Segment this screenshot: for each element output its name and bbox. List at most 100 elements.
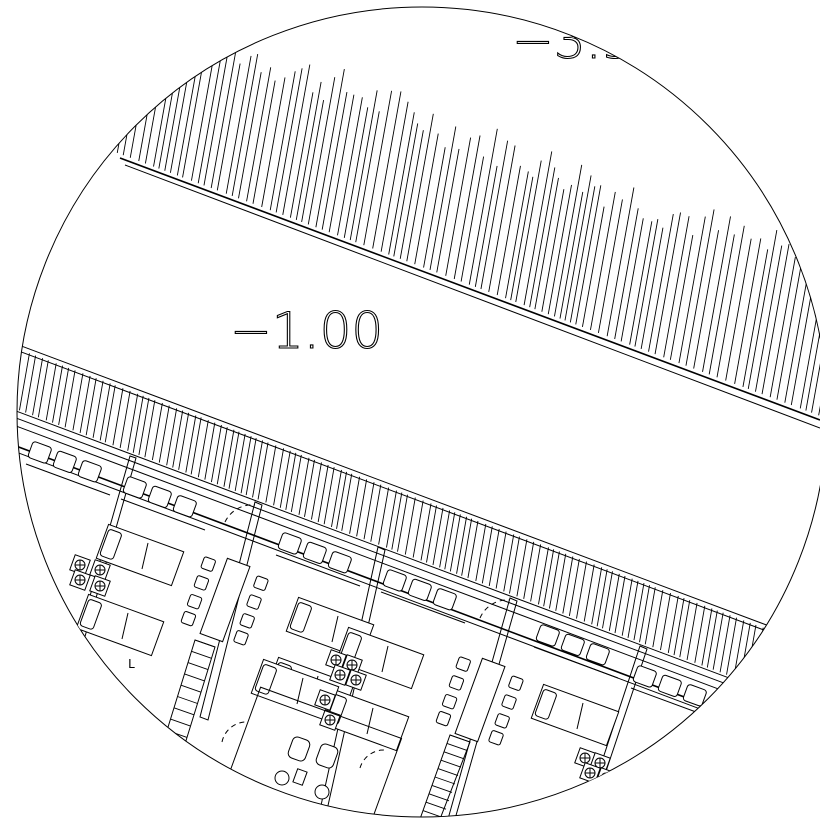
stair-tread [163, 741, 184, 750]
hatch-stroke [127, 393, 139, 451]
hatch-stroke [453, 135, 481, 280]
hatch-stroke [289, 92, 314, 218]
hatch-stroke [317, 464, 329, 523]
hatch-stroke [475, 523, 487, 582]
hatch-stroke [815, 651, 820, 709]
hatch-stroke [606, 187, 635, 337]
chair [501, 694, 517, 710]
hatch-stroke [246, 67, 272, 202]
seat-block [585, 643, 610, 666]
hatch-stroke [614, 575, 626, 634]
hatch-stroke [185, 415, 197, 473]
hatch-stroke [706, 610, 718, 668]
hatch-stroke [0, 346, 10, 403]
hatch-stroke [541, 189, 565, 312]
hatch-stroke [355, 111, 380, 243]
hatch-stroke [461, 518, 473, 576]
hatch-stroke [781, 638, 792, 696]
stair-tread [177, 696, 198, 704]
hatch-stroke [25, 355, 37, 413]
hatch-stroke [321, 92, 348, 230]
hatch-stroke [480, 140, 509, 290]
hatch-stroke [652, 590, 664, 648]
seat-block [122, 476, 147, 499]
hatch-stroke [648, 214, 674, 352]
chair [455, 656, 471, 672]
hatch-stroke [510, 176, 534, 301]
seat-block [327, 551, 352, 574]
hatch-stroke [273, 448, 285, 506]
chair [180, 610, 197, 627]
seat-block [407, 578, 432, 601]
hatch-stroke [474, 165, 498, 287]
hatch-stroke [414, 133, 439, 265]
hatch-stroke [468, 128, 498, 285]
stair-tread [191, 650, 212, 659]
hatch-stroke [311, 462, 322, 520]
chair [508, 675, 524, 691]
hatch-stroke [627, 580, 639, 638]
hatch-stroke [529, 167, 556, 308]
hatch-stroke [774, 635, 786, 693]
hatch-stroke [269, 71, 296, 211]
hatch-stroke [279, 450, 291, 508]
hatch-stroke [151, 402, 163, 461]
hatch-stroke [752, 627, 764, 685]
hatch-stroke [784, 280, 808, 403]
seat-block [27, 441, 52, 464]
hatch-stroke [290, 454, 302, 513]
hatch-stroke [712, 612, 724, 670]
hatch-stroke [620, 218, 644, 342]
hatch-stroke [132, 395, 144, 453]
hatch-stroke [331, 469, 342, 528]
upper-band-edge-line-2 [124, 164, 820, 429]
hatch-stroke [295, 81, 322, 221]
seat-ledge [25, 463, 111, 496]
hatch-stroke [614, 208, 639, 340]
hatch-stroke [481, 526, 493, 584]
hatch-stroke [52, 365, 63, 423]
hatch-stroke [92, 380, 104, 438]
hatch-stroke [301, 99, 325, 223]
level-label-upper: −3.50 [512, 12, 665, 70]
hatch-stroke [694, 605, 706, 663]
stair-tread [431, 784, 453, 793]
chair [253, 575, 269, 591]
chair [246, 594, 262, 610]
hatch-stroke [629, 221, 653, 345]
hatch-stroke [119, 390, 131, 449]
hatch-stroke [420, 503, 432, 561]
hatch-stroke [555, 553, 567, 611]
hatch-stroke [639, 585, 650, 643]
hatch-stroke [460, 156, 485, 282]
hatch-stroke [282, 64, 311, 215]
stair-tread [166, 729, 188, 738]
seat-ledge [380, 591, 466, 624]
blanket-fold [576, 702, 584, 730]
hatch-stroke [568, 558, 580, 617]
hatch-stroke [685, 209, 715, 366]
hatch-stroke [590, 191, 616, 331]
chair [233, 630, 249, 646]
seat-block [172, 495, 197, 518]
hatch-stroke [164, 23, 192, 171]
hatch-stroke [58, 367, 70, 426]
stair-tread [428, 793, 450, 802]
hatch-stroke [190, 55, 215, 181]
hatch-stroke [787, 640, 799, 698]
chair [200, 556, 216, 572]
hatch-stroke [79, 375, 91, 434]
hatch-stroke [337, 97, 363, 236]
stair-tread [422, 810, 444, 817]
hatch-stroke [240, 436, 252, 494]
hatch-stroke [116, 28, 141, 154]
hatch-stroke [742, 249, 769, 388]
hatch-stroke [138, 397, 150, 456]
lower-band-bottom-line [17, 404, 820, 713]
hatch-stroke [583, 564, 595, 622]
hatch-stroke [328, 94, 355, 233]
seat-block [302, 541, 327, 564]
hatch-stroke [144, 400, 156, 458]
hatch-stroke [516, 539, 528, 597]
hatch-stroke [693, 230, 720, 369]
